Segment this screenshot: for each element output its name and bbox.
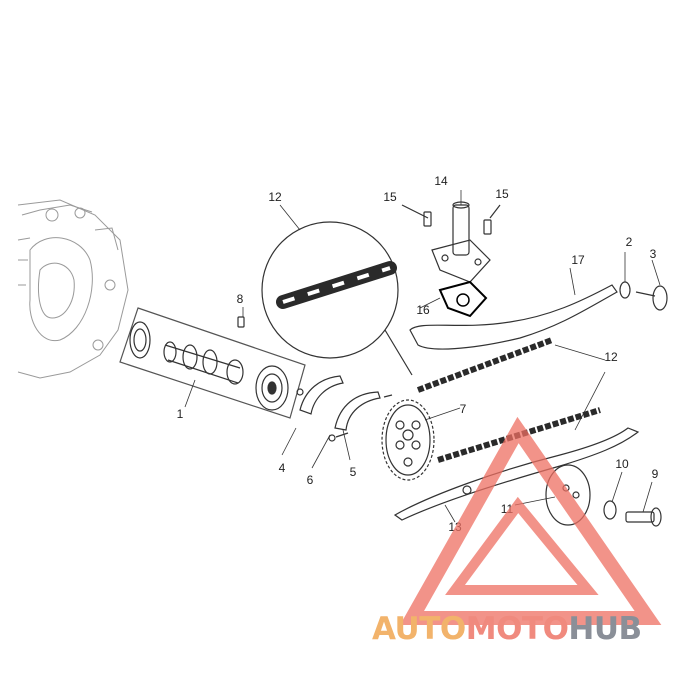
callout-17: 17	[571, 253, 585, 267]
sprocket-bolt	[603, 500, 662, 527]
pivot-bolt	[619, 281, 668, 311]
bolts	[401, 204, 501, 235]
callout-6: 6	[307, 473, 314, 487]
callout-10: 10	[615, 457, 629, 471]
camshaft-assembly	[119, 307, 306, 419]
callout-5: 5	[350, 465, 357, 479]
callout-7: 7	[460, 402, 467, 416]
callout-8: 8	[237, 292, 244, 306]
watermark-wordmark: AUTOMOTOHUB	[372, 614, 642, 645]
cam-sprocket	[381, 399, 435, 481]
chain-detail-inset	[261, 221, 413, 376]
leader-lines	[184, 190, 661, 523]
callout-2: 2	[626, 235, 633, 249]
callout-3: 3	[650, 247, 657, 261]
callout-12-inset: 12	[268, 190, 282, 204]
watermark-word-auto: AUTO	[372, 611, 466, 647]
engine-case	[17, 199, 129, 379]
thrust-plates	[296, 375, 393, 442]
chain-guide-upper	[409, 284, 618, 350]
callout-4: 4	[279, 461, 286, 475]
callout-12-chain: 12	[604, 350, 618, 364]
pin-part	[237, 316, 245, 328]
callout-15-left: 15	[383, 190, 397, 204]
callout-16: 16	[416, 303, 430, 317]
callout-9: 9	[652, 467, 659, 481]
callout-14: 14	[434, 174, 448, 188]
callout-1: 1	[177, 407, 184, 421]
watermark-word-moto: MOTO	[465, 611, 569, 647]
callout-15-right: 15	[495, 187, 509, 201]
tensioner-gasket	[438, 280, 488, 318]
watermark-word-hub: HUB	[568, 611, 642, 647]
watermark-triangle-logo	[400, 416, 662, 625]
chain-tensioner	[431, 201, 491, 283]
